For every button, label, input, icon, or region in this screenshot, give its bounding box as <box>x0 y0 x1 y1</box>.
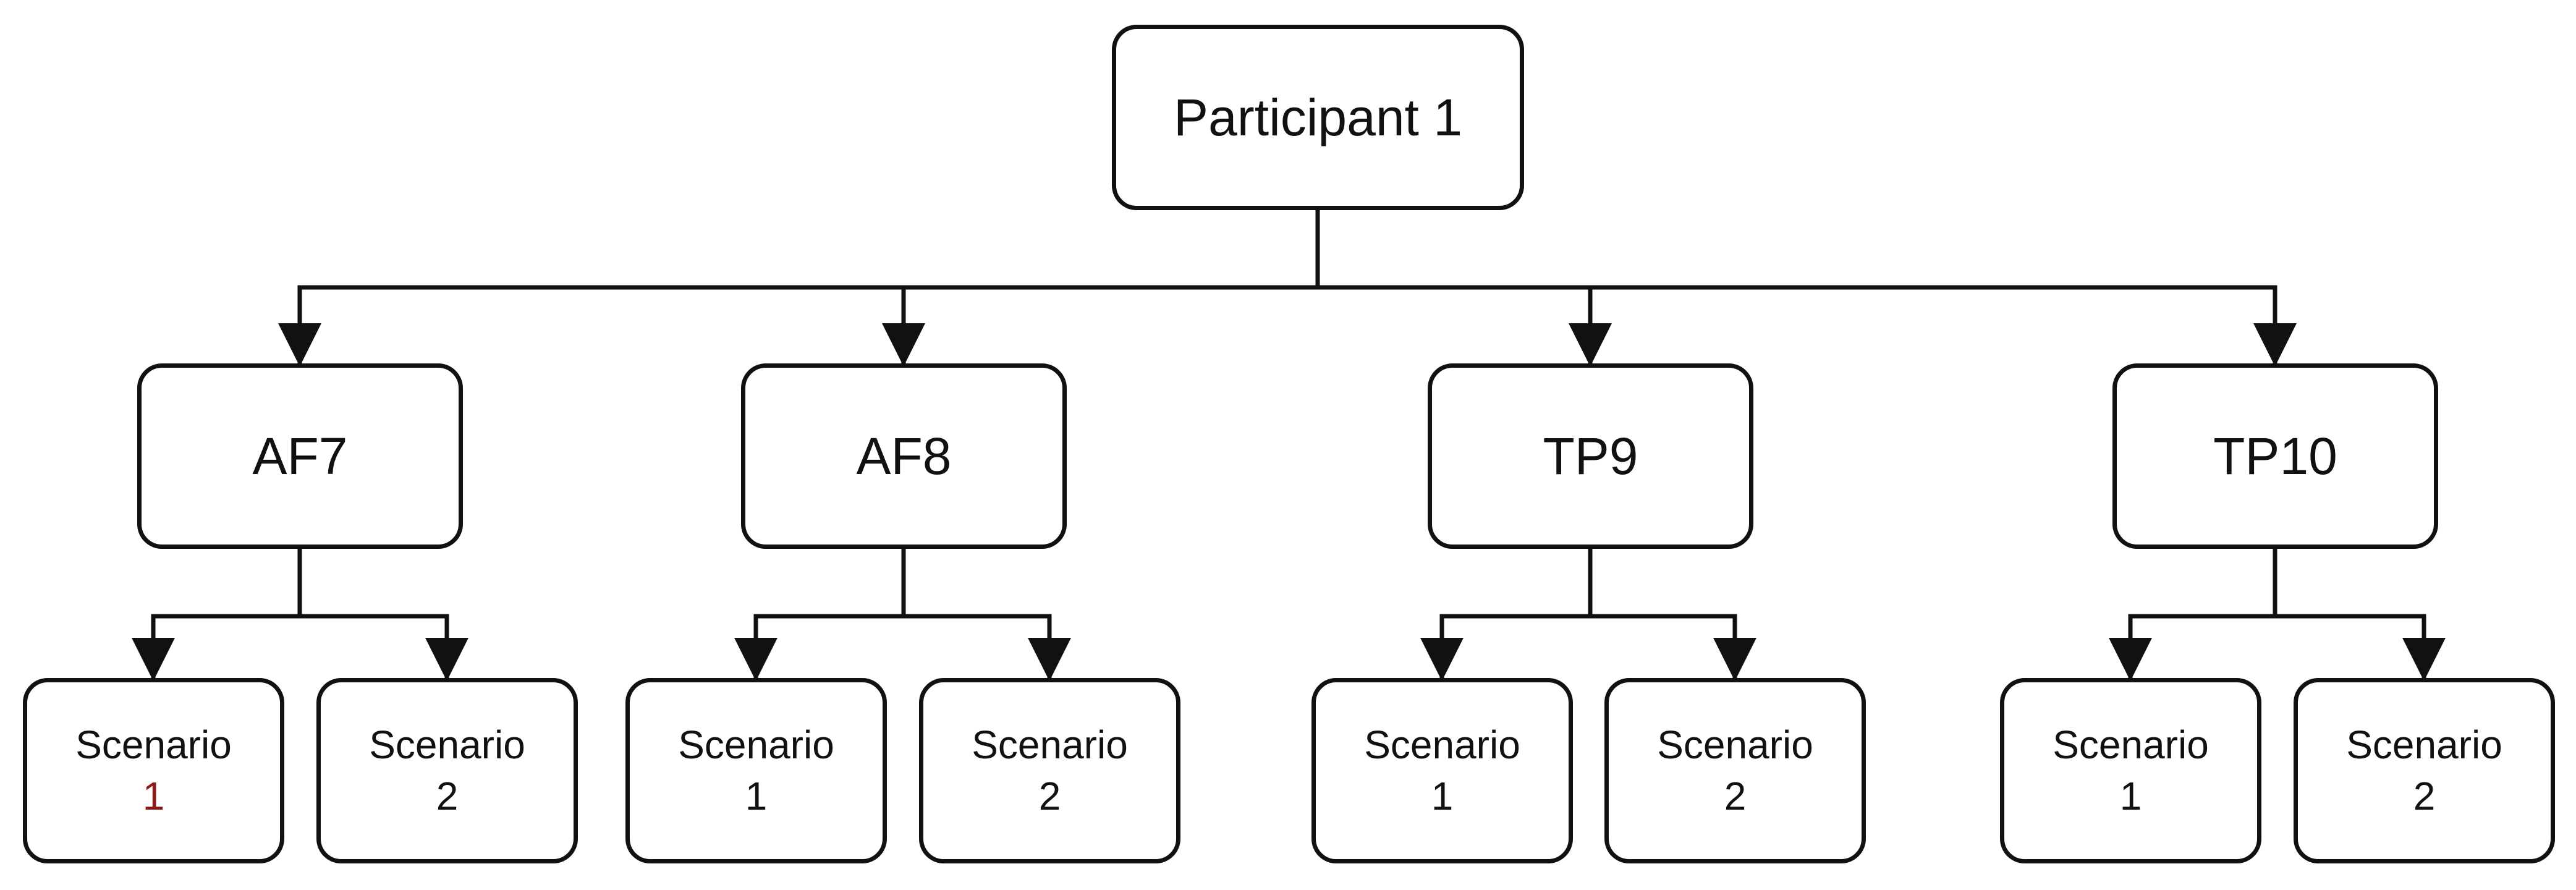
scenario-node-af7-1: Scenario 1 <box>23 678 284 863</box>
scenario-label: Scenario <box>1657 722 1813 767</box>
scenario-number: 1 <box>2119 774 2142 818</box>
scenario-node-af8-1: Scenario 1 <box>625 678 887 863</box>
channel-node-af7: AF7 <box>137 363 463 549</box>
scenario-number: 1 <box>1431 774 1454 818</box>
scenario-number: 2 <box>436 774 459 818</box>
scenario-label: Scenario <box>2346 722 2502 767</box>
scenario-label: Scenario <box>2053 722 2209 767</box>
scenario-number: 2 <box>2413 774 2436 818</box>
channel-node-tp9: TP9 <box>1428 363 1753 549</box>
scenario-node-tp9-2: Scenario 2 <box>1604 678 1866 863</box>
scenario-node-tp10-1: Scenario 1 <box>2000 678 2261 863</box>
scenario-label: Scenario <box>369 722 525 767</box>
channel-label: TP9 <box>1543 426 1638 485</box>
scenario-number: 2 <box>1038 774 1061 818</box>
channel-node-af8: AF8 <box>741 363 1067 549</box>
scenario-number: 2 <box>1724 774 1747 818</box>
scenario-node-af7-2: Scenario 2 <box>316 678 578 863</box>
channel-label: AF7 <box>252 426 348 485</box>
scenario-node-tp10-2: Scenario 2 <box>2294 678 2555 863</box>
scenario-node-tp9-1: Scenario 1 <box>1311 678 1573 863</box>
scenario-label: Scenario <box>1364 722 1520 767</box>
channel-label: TP10 <box>2213 426 2337 485</box>
scenario-label: Scenario <box>972 722 1128 767</box>
scenario-node-af8-2: Scenario 2 <box>919 678 1180 863</box>
root-label: Participant 1 <box>1174 88 1462 146</box>
scenario-label: Scenario <box>678 722 834 767</box>
scenario-label: Scenario <box>75 722 232 767</box>
scenario-number: 1 <box>745 774 768 818</box>
scenario-number: 1 <box>142 774 165 818</box>
root-node-participant: Participant 1 <box>1112 25 1524 210</box>
channel-node-tp10: TP10 <box>2112 363 2438 549</box>
channel-label: AF8 <box>856 426 952 485</box>
